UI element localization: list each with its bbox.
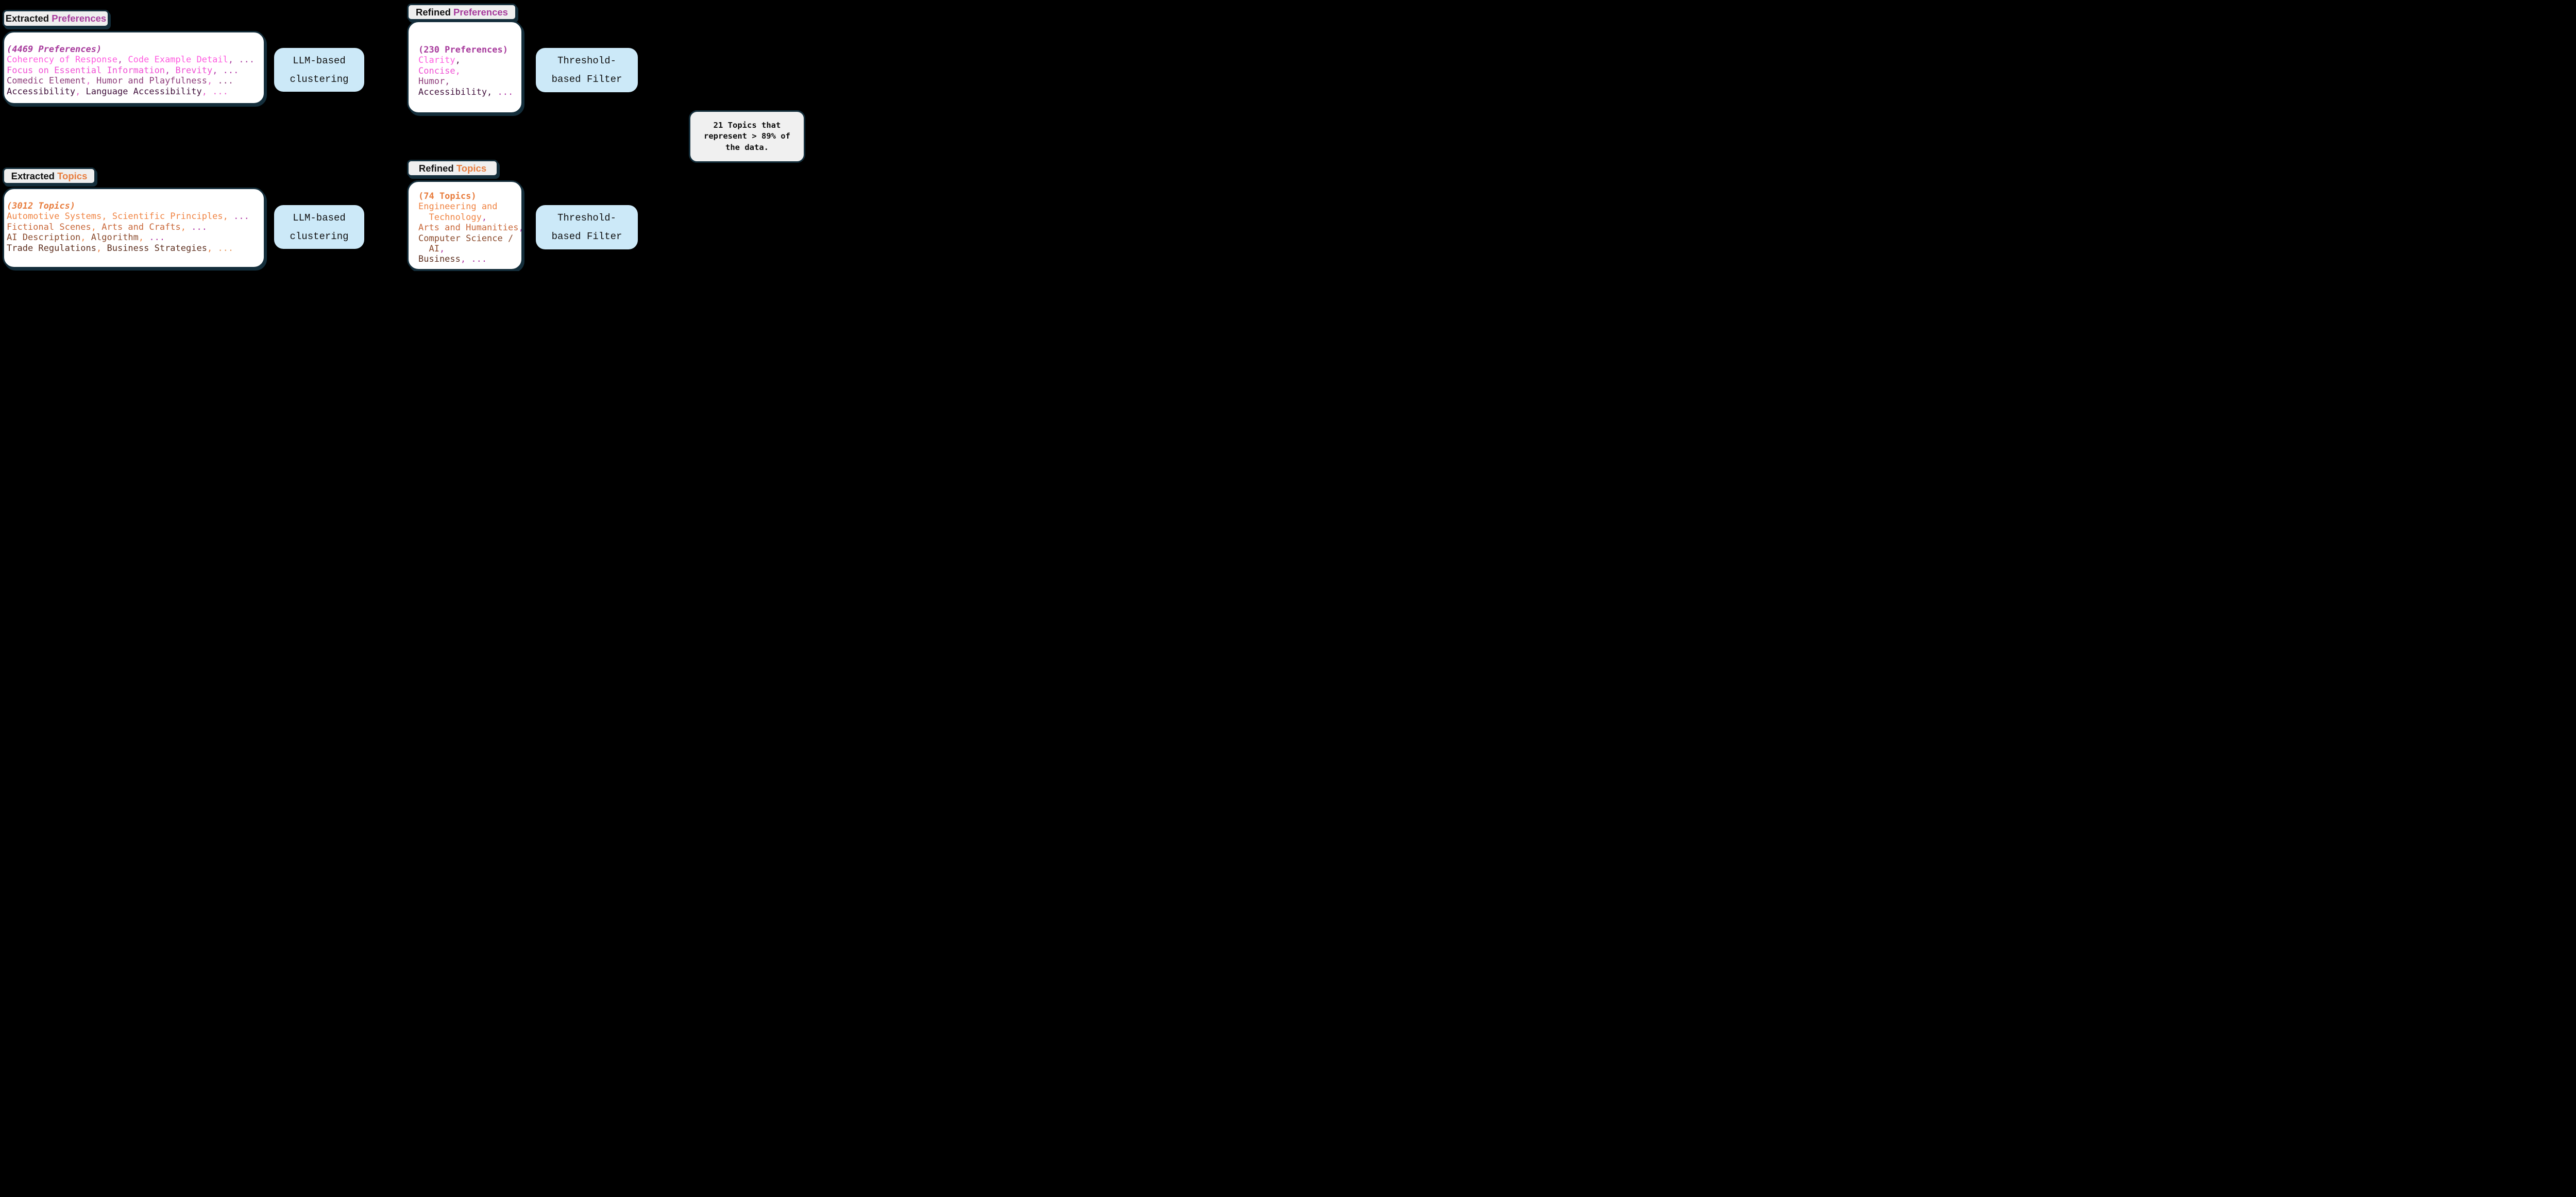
preference-list-line: Coherency of Response, Code Example Deta…: [7, 55, 255, 65]
result-line: 21 Topics that: [713, 120, 781, 130]
process-llm-clustering-preferences: LLM-based clustering: [274, 48, 364, 92]
card-refined-preferences: (230 Preferences) Clarity, Concise, Humo…: [407, 21, 523, 114]
process-threshold-filter-preferences: Threshold- based Filter: [536, 48, 638, 92]
process-label-line: clustering: [290, 73, 349, 85]
preference-list-line: Clarity,: [418, 55, 461, 66]
process-label-line: based Filter: [551, 231, 622, 242]
chip-extracted-topics: Extracted Topics: [3, 167, 96, 184]
preference-list-line: Accessibility, Language Accessibility, .…: [7, 86, 228, 97]
topic-list-line: Computer Science /: [418, 233, 514, 244]
topic-list-line: Engineering and: [418, 201, 498, 212]
topic-list-line: Automotive Systems, Scientific Principle…: [7, 211, 249, 222]
topic-list-line: AI,: [418, 244, 445, 255]
refined-preferences-count: (230 Preferences): [418, 45, 508, 55]
preference-list-line: Humor,: [418, 76, 450, 87]
process-llm-clustering-topics: LLM-based clustering: [274, 205, 364, 249]
topic-list-line: Trade Regulations, Business Strategies, …: [7, 243, 234, 254]
chip-extracted-preferences: Extracted Preferences: [3, 10, 109, 27]
extracted-topics-count: (3012 Topics): [7, 201, 76, 211]
preference-topic-pipeline-diagram: Extracted Preferences (4469 Preferences)…: [0, 0, 808, 271]
process-label-line: LLM-based: [293, 55, 346, 66]
card-extracted-preferences: (4469 Preferences) Coherency of Response…: [3, 31, 265, 105]
preference-list-line: Comedic Element, Humor and Playfulness, …: [7, 76, 234, 87]
chip-refined-topics: Refined Topics: [407, 160, 498, 177]
result-line: the data.: [725, 142, 769, 152]
process-label-line: Threshold-: [557, 55, 617, 66]
process-label-line: based Filter: [551, 74, 622, 85]
topic-list-line: AI Description, Algorithm, ...: [7, 232, 165, 243]
topic-list-line: Business, ...: [418, 254, 487, 265]
process-label-line: Threshold-: [557, 212, 617, 224]
extracted-preferences-count: (4469 Preferences): [7, 44, 102, 55]
result-summary-box: 21 Topics that represent > 89% of the da…: [689, 110, 805, 163]
refined-topics-count: (74 Topics): [418, 191, 477, 201]
process-label-line: LLM-based: [293, 212, 346, 224]
card-refined-topics: (74 Topics) Engineering and Technology, …: [407, 180, 523, 271]
result-line: represent > 89% of: [704, 131, 790, 141]
preference-list-line: Accessibility, ...: [418, 87, 514, 97]
card-extracted-topics: (3012 Topics) Automotive Systems, Scient…: [3, 188, 265, 268]
topic-list-line: Arts and Humanities,: [418, 223, 521, 233]
topic-list-line: Fictional Scenes, Arts and Crafts, ...: [7, 222, 207, 232]
preference-list-line: Focus on Essential Information, Brevity,…: [7, 65, 239, 76]
topic-list-line: Technology,: [418, 212, 487, 223]
process-threshold-filter-topics: Threshold- based Filter: [536, 205, 638, 249]
chip-refined-preferences: Refined Preferences: [407, 4, 517, 21]
process-label-line: clustering: [290, 230, 349, 242]
preference-list-line: Concise,: [418, 65, 461, 76]
